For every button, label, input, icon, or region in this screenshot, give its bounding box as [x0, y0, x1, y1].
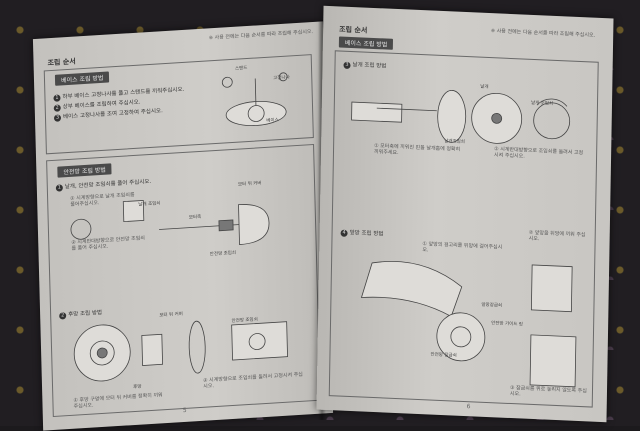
- label-blade-nut-2: 날개 조임쇠: [530, 100, 554, 107]
- label-blade: 날개: [480, 84, 489, 91]
- header-note-right: ※ 사용 전에는 다음 순서를 따라 조립해 주십시오.: [490, 28, 596, 39]
- blade-illustration: [351, 90, 571, 144]
- front-guard-note-3: ③ 잠금쇠를 위로 놓리지 않도록 주십시오.: [509, 384, 587, 398]
- right-section-title: 조립 순서: [339, 25, 368, 35]
- front-guard-note-2: ② 앞망을 뒤망에 끼워 주십시오.: [528, 229, 586, 243]
- guard-step-1-illustration: [70, 199, 270, 245]
- right-badge: 베이스 조립 방법: [338, 36, 394, 50]
- left-page: ※ 사용 전에는 다음 순서를 따라 조립해 주십시오. 조립 순서 베이스 조…: [32, 21, 334, 431]
- right-page: ※ 사용 전에는 다음 순서를 따라 조립해 주십시오. 조립 순서 베이스 조…: [316, 5, 614, 423]
- label-motor-shaft: 모터축: [188, 214, 202, 221]
- base-label-screw: 고정나사: [273, 75, 290, 82]
- blade-note-2: ② 시계반대방향으로 조임쇠를 돌려서 고정시켜 주십시오.: [493, 146, 584, 160]
- blade-note-1: ① 모터축에 끼워진 핀을 날개홈에 정확히 끼워주세요.: [373, 143, 461, 157]
- base-label-base: 베이스: [266, 118, 279, 124]
- front-guard-note-1: ① 앞망의 걸고리를 뒤망에 걸어주십시오.: [422, 241, 503, 254]
- label-front-latch: 앞망장금쇠: [481, 302, 503, 309]
- label-step2-rear-guard: 후망: [133, 384, 142, 391]
- base-label-stand: 스탠드: [234, 66, 248, 72]
- guard-step-2-illustration: [73, 320, 288, 382]
- section-title: 조립 순서: [47, 57, 76, 68]
- left-page-number: 5: [182, 406, 187, 415]
- base-assembly-badge: 베이스 조립 방법: [54, 71, 110, 86]
- front-guard-illustration: [360, 261, 577, 388]
- label-blade-nut-right: 날개조임쇠: [444, 139, 465, 145]
- right-page-number: 6: [466, 403, 471, 411]
- header-note: ※ 사용 전에는 다음 순서를 따라 조립해 주십시오.: [208, 28, 314, 42]
- base-illustration: [221, 72, 288, 127]
- guard-assembly-badge: 안전망 조립 방법: [57, 163, 113, 178]
- label-guard-latch: 안전망 잠금쇠: [430, 352, 457, 359]
